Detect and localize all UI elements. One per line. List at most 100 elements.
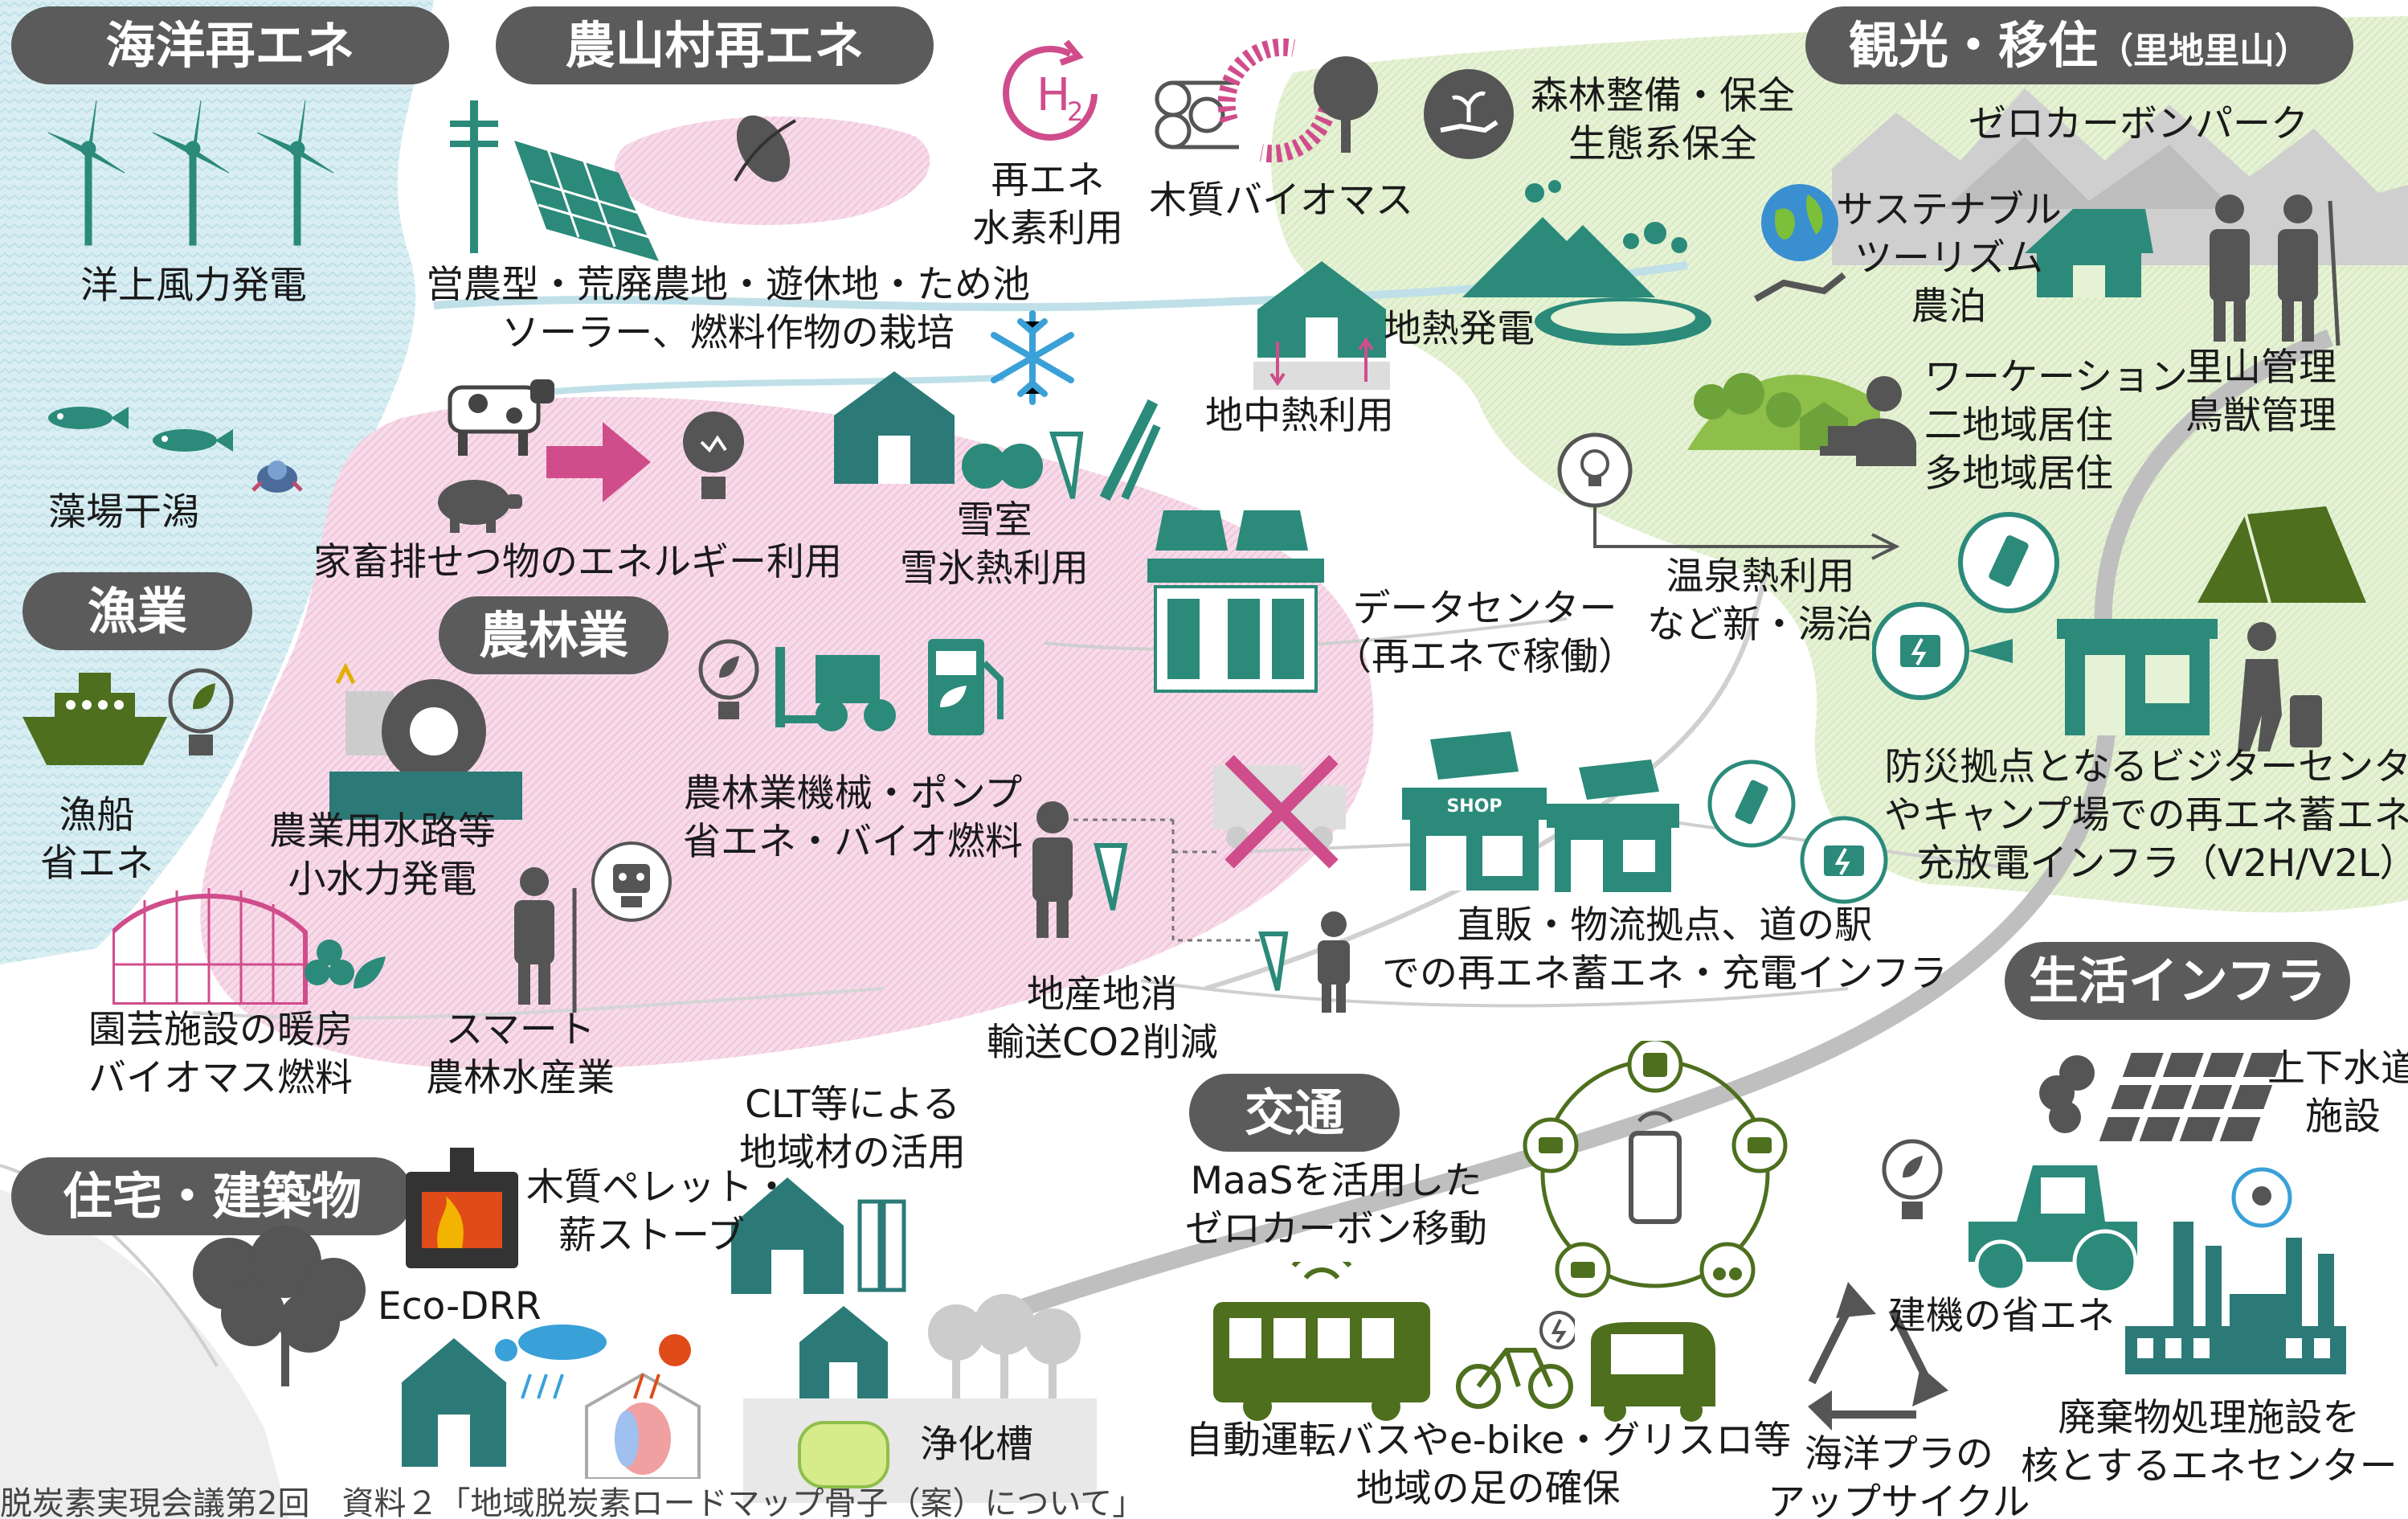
label-hot-spring-line: など新・湯治 [1647,603,1874,647]
water-wheel-icon [329,662,522,820]
label-water-line: 施設 [2305,1095,2381,1139]
label-ocean-plastic: 海洋プラのアップサイクル [1768,1431,2030,1519]
label-snow-line: 雪室 [956,498,1032,542]
label-disaster-line: 充放電インフラ（V2H/V2L） [1916,841,2408,886]
log-icon [1155,80,1239,149]
label-clt-line: CLT等による [745,1083,960,1127]
label-offshore-wind: 洋上風力発電 [80,264,307,308]
label-ground-heat: 地中熱利用 [1205,394,1394,438]
label-septic: 浄化槽 [920,1423,1033,1467]
label-hydrogen: 再エネ水素利用 [972,157,1123,253]
label-datacenter-line: （再エネで稼働） [1334,635,1636,679]
datacenter-icon [1147,510,1324,693]
trees-gray-icon [928,1294,1081,1401]
label-direct-sales-line: での再エネ蓄エネ・充電インフラ [1382,952,1948,996]
lightbulb-icon [1557,432,1633,508]
label-direct-sales: 直販・物流拠点、道の駅での再エネ蓄エネ・充電インフラ [1382,902,1948,998]
label-geothermal: 地熱発電 [1384,307,1535,351]
farmland-area [200,396,1374,1071]
battery-small-icon [1707,760,1796,848]
label-agrivoltaics: 営農型・荒廃農地・遊休地・ため池ソーラー、燃料作物の栽培 [426,261,1030,358]
snow-room-icon [834,371,955,484]
label-bus-line: 自動運転バスやe-bike・グリスロ等 [1185,1419,1792,1463]
label-tourism-line: サステナブル [1836,188,2063,232]
seedling-hand-icon [1424,69,1514,159]
eco-bulb-icon [168,668,234,755]
label-autonomous-bus: 自動運転バスやe-bike・グリスロ等地域の足の確保 [1185,1417,1791,1513]
traveler-icon [2238,622,2322,751]
fishing-boat-icon [22,673,167,765]
robot-bubble-icon [591,841,672,922]
globe-hand-icon [1754,184,1846,302]
label-tourism-line: 農泊 [1911,285,1987,329]
label-clt: CLT等による地域材の活用 [739,1081,966,1177]
cross-icon [1224,755,1339,869]
label-smart-agri-line: 農林水産業 [426,1056,615,1100]
label-plastic-line: アップサイクル [1768,1480,2030,1519]
maas-network-icon [1523,1041,1788,1298]
leaf-bulb-icon [698,639,759,719]
battery-bubble-icon [1958,512,2059,613]
water-facility-icon [2039,1053,2284,1141]
label-forest: 森林整備・保全生態系保全 [1531,72,1795,169]
tractor-icon [1969,1165,2138,1294]
energy-bulb-icon [683,411,744,499]
label-machinery: 農林業機械・ポンプ省エネ・バイオ燃料 [683,770,1023,866]
label-hydrogen-line: 水素利用 [972,207,1123,251]
autonomous-bus-icon [1213,1262,1430,1421]
label-workation-line: ワーケーション [1924,355,2189,399]
label-water-supply: 上下水道施設 [2267,1045,2408,1141]
roadside-station-icon [1547,760,1679,892]
label-forest-line: 生態系保全 [1568,122,1757,166]
label-waste-line: 核とするエネセンター [2021,1444,2398,1488]
label-bus-line: 地域の足の確保 [1355,1467,1621,1511]
heading-tourism-main: 観光・移住 [1848,16,2098,75]
hydrogen-icon: H 2 [1003,39,1098,141]
geothermal-icon [1462,180,1711,346]
label-waste-line: 廃棄物処理施設を [2058,1396,2361,1440]
label-disaster-base: 防災拠点となるビジターセンターやキャンプ場での再エネ蓄エネ・充放電インフラ（V2… [1884,743,2408,888]
septic-tank-icon [743,1398,1097,1503]
eco-drr-house-icon [402,1338,506,1467]
label-local-line: 輸送CO2削減 [987,1021,1218,1065]
label-fishing-boat-line: 漁船 [59,793,135,837]
vegetables-icon [962,399,1161,502]
label-greenhouse-line: 園芸施設の暖房 [88,1008,353,1052]
forest-icon [193,1226,366,1386]
label-hydrogen-line: 再エネ [991,158,1105,203]
arrow-right-icon [546,422,651,502]
ebike-icon [1456,1311,1575,1409]
label-smart-agri: スマート農林水産業 [426,1006,615,1103]
farmer-couple-icon [2210,194,2341,346]
heading-ocean-re: 海洋再エネ [11,6,449,84]
label-water-line: 上下水道 [2267,1046,2408,1091]
lodge-icon [2025,209,2153,297]
label-small-hydro-line: 農業用水路等 [269,809,496,854]
label-greenhouse-line: バイオマス燃料 [88,1056,353,1100]
septic-house-icon [799,1306,888,1402]
label-disaster-line: やキャンプ場での再エネ蓄エネ・ [1884,793,2408,837]
cycle-arrows-icon [1217,38,1338,163]
tractor-forklift-icon [775,647,896,731]
cow-icon [448,379,554,456]
label-pellet-line: 木質ペレット・ [526,1165,791,1210]
label-fishing-boat-line: 省エネ [40,841,153,886]
solar-pole-icon [450,100,659,261]
label-small-hydro-line: 小水力発電 [288,858,477,902]
greenhouse-icon [112,888,386,1005]
visitor-center-icon [2057,619,2218,735]
label-datacenter-line: データセンター [1352,587,1617,631]
heading-rural-re: 農山村再エネ [496,6,934,84]
fish-icon [48,407,233,452]
label-workation-line: 二地域居住 [1924,403,2113,448]
label-seagrass: 藻場干潟 [48,490,199,534]
label-waste-center: 廃棄物処理施設を核とするエネセンター [2021,1394,2398,1491]
label-zero-carbon-park: ゼロカーボンパーク [1969,102,2308,146]
smart-farmer-icon [514,867,577,1013]
crab-icon [251,461,303,493]
label-maas: MaaSを活用したゼロカーボン移動 [1185,1157,1487,1254]
remote-worker-icon [1820,376,1916,466]
label-pellet-line: 薪ストーブ [558,1214,746,1258]
label-fishing-boat: 漁船省エネ [40,792,153,888]
heading-life-infra: 生活インフラ [2005,942,2350,1020]
